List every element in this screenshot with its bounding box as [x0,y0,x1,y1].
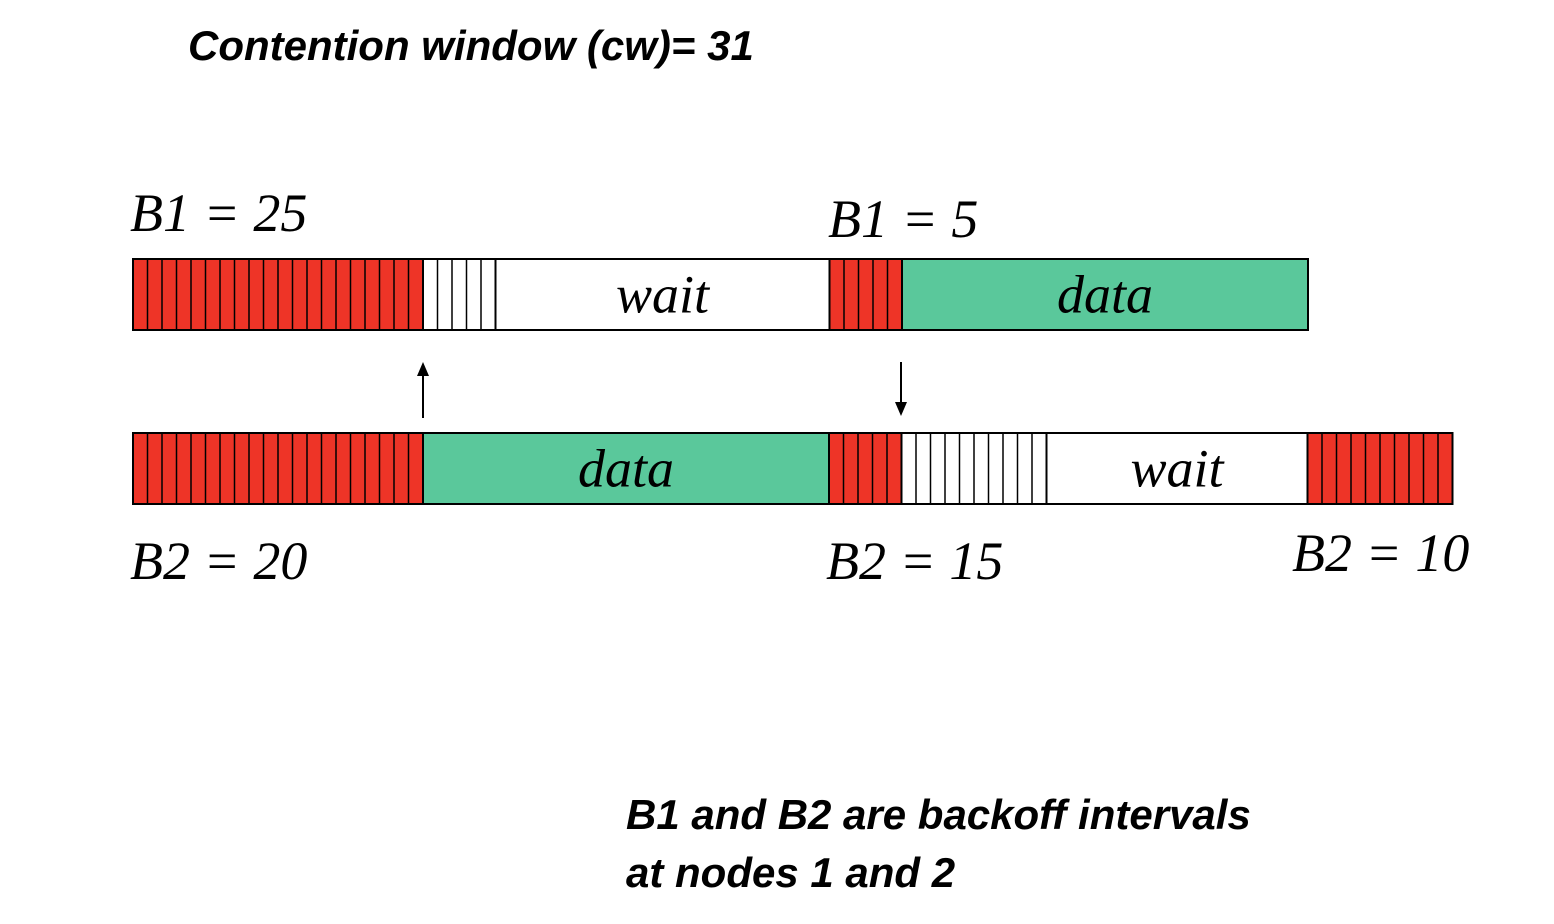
caption-line-1: B1 and B2 are backoff intervals [626,791,1251,838]
node2-backoff-segment [828,432,903,505]
b2-remaining-label: B2 = 15 [826,531,1004,591]
down-arrow [895,362,907,416]
node2-wait-label: wait [1130,439,1225,499]
node1-wait-label: wait [616,265,711,325]
node2-idle-segment [900,432,1048,505]
page-title: Contention window (cw)= 31 [188,22,754,69]
node2-backoff-segment [1306,432,1454,505]
b1-remaining-label: B1 = 5 [828,189,979,249]
node1-wait-segment: wait [494,258,831,331]
b2-final-label: B2 = 10 [1292,523,1470,583]
node1-idle-segment [422,258,497,331]
b2-initial-label: B2 = 20 [130,531,308,591]
b1-initial-label: B1 = 25 [130,183,308,243]
node2-data-segment: data [422,432,830,505]
node2-wait-segment: wait [1045,432,1309,505]
node1-data-segment: data [901,258,1309,331]
node1-timeline: wait data [132,258,1309,331]
node1-backoff-segment [132,258,424,331]
node2-backoff-segment [132,432,424,505]
up-arrow [417,362,429,418]
node2-timeline: data wait [132,432,1454,505]
caption: B1 and B2 are backoff intervals at nodes… [626,786,1251,902]
node1-data-label: data [1057,265,1153,325]
node2-data-label: data [578,439,674,499]
node1-backoff-segment [828,258,903,331]
caption-line-2: at nodes 1 and 2 [626,849,956,896]
